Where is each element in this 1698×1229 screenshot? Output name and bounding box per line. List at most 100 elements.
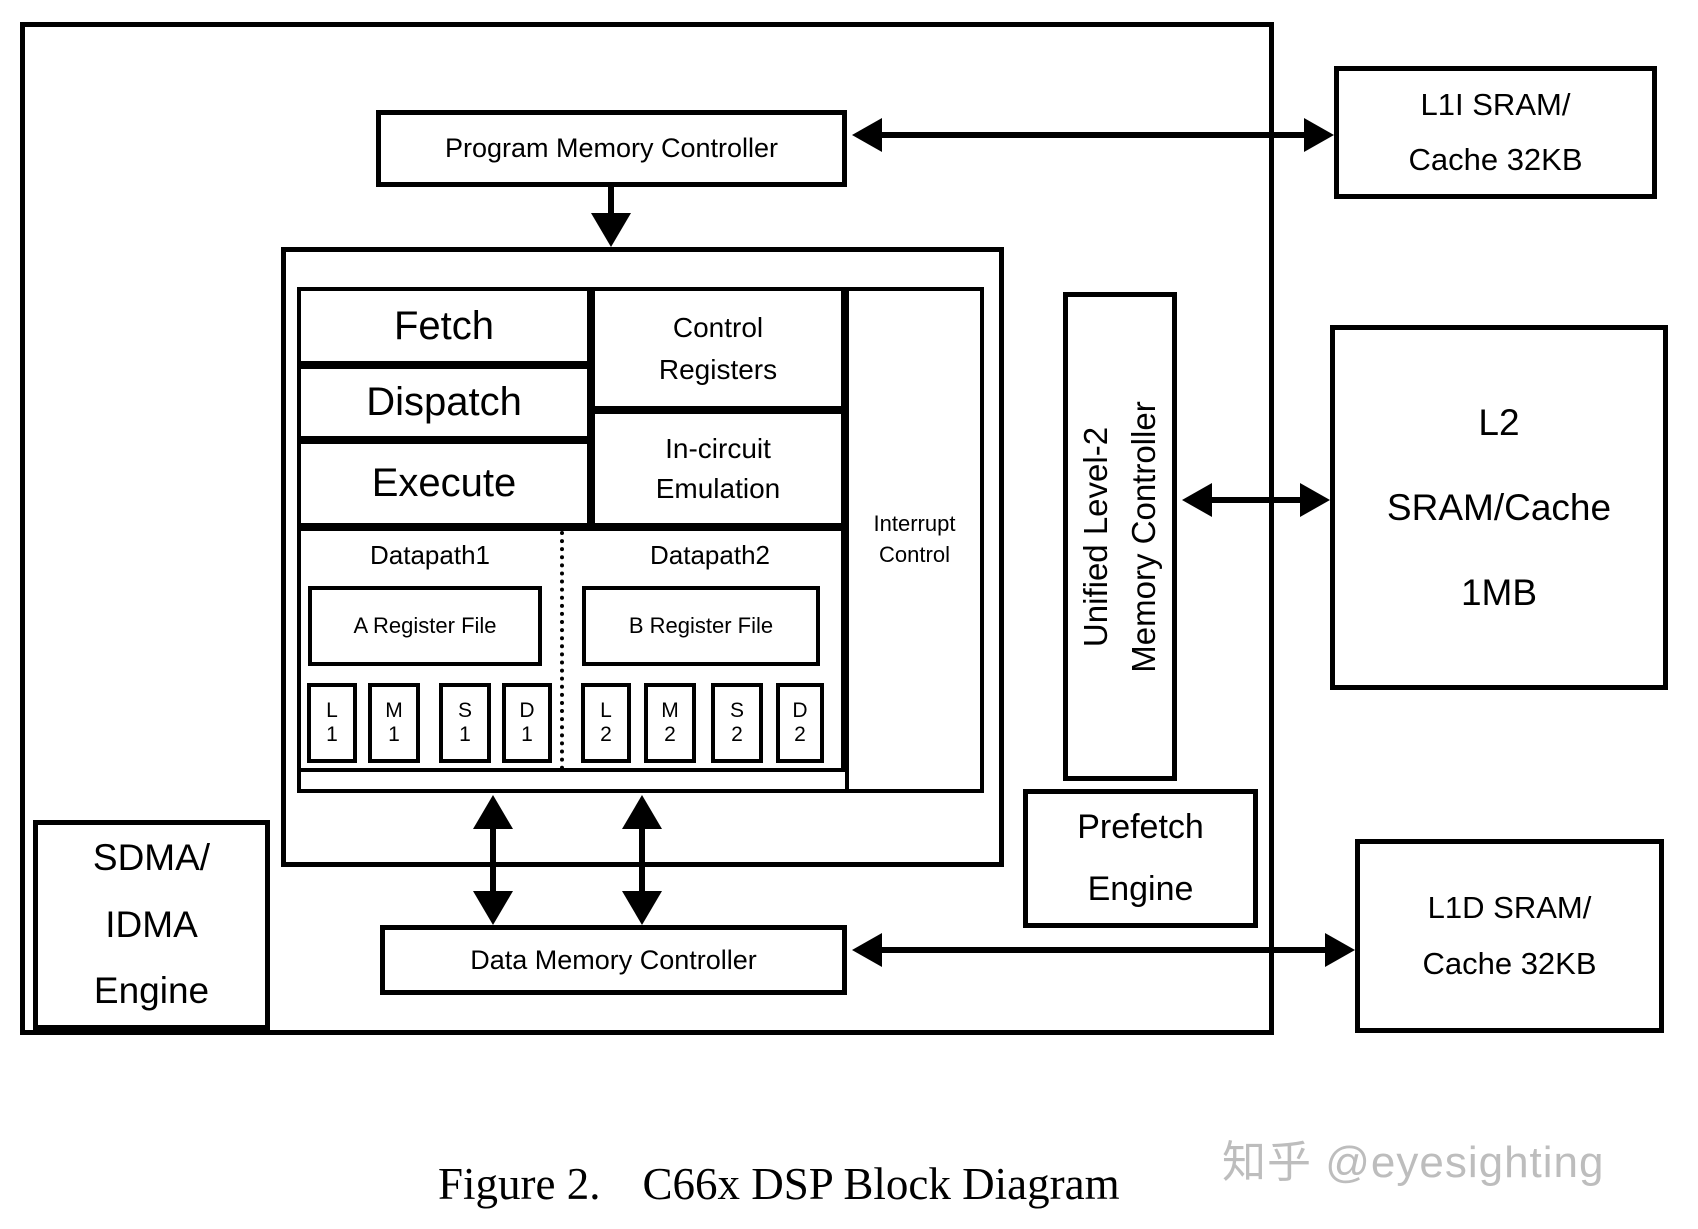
dispatch-label: Dispatch <box>366 380 522 424</box>
datapath-divider-dotted-line <box>560 531 564 770</box>
arrow-shaft <box>490 829 496 891</box>
unit-number: 1 <box>326 723 338 746</box>
sdma-idma-engine-box: SDMA/ IDMA Engine <box>33 820 270 1030</box>
unit-letter: D <box>792 698 808 722</box>
interrupt-control-line1: Interrupt <box>873 511 956 537</box>
in-circuit-emulation-line1: In-circuit <box>665 433 771 465</box>
unit-number: 2 <box>664 723 676 746</box>
l2-sram-cache-box: L2 SRAM/Cache 1MB <box>1330 325 1668 690</box>
l1d-line2: Cache 32KB <box>1422 946 1597 981</box>
execute-stage-box: Execute <box>297 440 591 527</box>
prefetch-line1: Prefetch <box>1077 808 1204 847</box>
control-registers-box: Control Registers <box>591 287 845 410</box>
dsp-outer-boundary <box>20 22 1274 1035</box>
l2-line2: SRAM/Cache <box>1386 486 1612 528</box>
l1i-sram-cache-box: L1I SRAM/ Cache 32KB <box>1334 66 1657 199</box>
arrow-shaft <box>639 829 645 891</box>
fetch-stage-box: Fetch <box>297 287 591 365</box>
functional-unit-m2: M 2 <box>644 683 696 763</box>
figure-caption-title: C66x DSP Block Diagram <box>642 1159 1120 1209</box>
arrow-pmc-l1i-bidirectional <box>852 118 1334 152</box>
functional-unit-s1: S 1 <box>439 683 491 763</box>
datapath1-label: Datapath1 <box>370 539 490 570</box>
unit-letter: S <box>457 698 472 722</box>
functional-unit-s2: S 2 <box>711 683 763 763</box>
arrow-core-dmc-bidirectional-2 <box>622 795 662 925</box>
program-memory-controller-label: Program Memory Controller <box>444 133 779 163</box>
arrow-pmc-to-core-down <box>591 187 631 247</box>
control-registers-line1: Control <box>672 311 764 343</box>
arrowhead-down <box>591 213 631 247</box>
prefetch-engine-box: Prefetch Engine <box>1023 789 1258 928</box>
arrowhead-right <box>1325 933 1355 967</box>
l1i-label-line2: Cache 32KB <box>1408 141 1583 177</box>
l2-line1: L2 <box>1478 401 1520 443</box>
sdma-line2: IDMA <box>105 903 198 945</box>
unit-letter: L <box>326 698 338 722</box>
zhihu-watermark: 知乎 @eyesighting <box>1222 1138 1605 1187</box>
functional-unit-d2: D 2 <box>776 683 824 763</box>
a-register-file-label: A Register File <box>353 613 497 638</box>
b-register-file-label: B Register File <box>628 613 774 638</box>
b-register-file-box: B Register File <box>582 586 820 666</box>
l1i-label-line1: L1I SRAM/ <box>1420 87 1571 123</box>
fetch-label: Fetch <box>393 303 495 348</box>
l1d-sram-cache-box: L1D SRAM/ Cache 32KB <box>1355 839 1664 1033</box>
arrow-shaft <box>882 132 1304 138</box>
unit-number: 1 <box>521 723 533 746</box>
arrowhead-down <box>473 891 513 925</box>
figure-caption-number: Figure 2. <box>438 1159 601 1209</box>
functional-unit-d1: D 1 <box>502 683 552 763</box>
unified-l2-memory-controller-box: Unified Level-2 Memory Controller <box>1063 292 1177 781</box>
arrowhead-left <box>852 933 882 967</box>
arrowhead-down <box>622 891 662 925</box>
arrow-core-dmc-bidirectional-1 <box>473 795 513 925</box>
functional-unit-l1: L 1 <box>307 683 357 763</box>
unit-number: 2 <box>794 723 806 746</box>
arrowhead-up <box>473 795 513 829</box>
datapath2-label: Datapath2 <box>650 539 770 570</box>
unit-number: 1 <box>388 723 400 746</box>
unit-letter: D <box>519 698 535 722</box>
arrowhead-up <box>622 795 662 829</box>
unified-l2-memory-controller-label: Unified Level-2 Memory Controller <box>1063 292 1177 781</box>
unit-number: 2 <box>600 723 612 746</box>
datapath-section-box <box>297 527 845 772</box>
unit-number: 1 <box>459 723 471 746</box>
l2-line3: 1MB <box>1460 572 1538 614</box>
arrow-shaft <box>608 187 614 213</box>
functional-unit-l2: L 2 <box>581 683 631 763</box>
unit-letter: L <box>600 698 612 722</box>
in-circuit-emulation-box: In-circuit Emulation <box>591 410 845 527</box>
dispatch-stage-box: Dispatch <box>297 365 591 440</box>
arrow-shaft <box>1212 497 1300 503</box>
sdma-line1: SDMA/ <box>92 837 211 879</box>
l1d-line1: L1D SRAM/ <box>1427 890 1592 926</box>
arrow-dmc-l1d-bidirectional <box>852 933 1355 967</box>
sdma-line3: Engine <box>93 970 210 1012</box>
unit-number: 2 <box>731 723 743 746</box>
program-memory-controller-box: Program Memory Controller <box>376 110 847 187</box>
in-circuit-emulation-line2: Emulation <box>655 472 781 504</box>
unit-letter: M <box>661 698 679 722</box>
unit-letter: M <box>385 698 403 722</box>
arrow-umc-l2-bidirectional <box>1182 483 1330 517</box>
interrupt-control-strip: Interrupt Control <box>845 287 984 793</box>
umc-line1: Unified Level-2 <box>1077 426 1115 647</box>
a-register-file-box: A Register File <box>308 586 542 666</box>
umc-line2: Memory Controller <box>1125 400 1162 673</box>
arrowhead-right <box>1304 118 1334 152</box>
functional-unit-m1: M 1 <box>368 683 420 763</box>
arrow-shaft <box>882 947 1325 953</box>
execute-label: Execute <box>371 461 517 505</box>
prefetch-line2: Engine <box>1087 869 1194 908</box>
data-memory-controller-box: Data Memory Controller <box>380 925 847 995</box>
interrupt-control-line2: Control <box>879 542 950 567</box>
unit-letter: S <box>729 698 744 722</box>
arrowhead-left <box>1182 483 1212 517</box>
data-memory-controller-label: Data Memory Controller <box>470 944 757 975</box>
arrowhead-right <box>1300 483 1330 517</box>
control-registers-line2: Registers <box>658 353 778 385</box>
arrowhead-left <box>852 118 882 152</box>
